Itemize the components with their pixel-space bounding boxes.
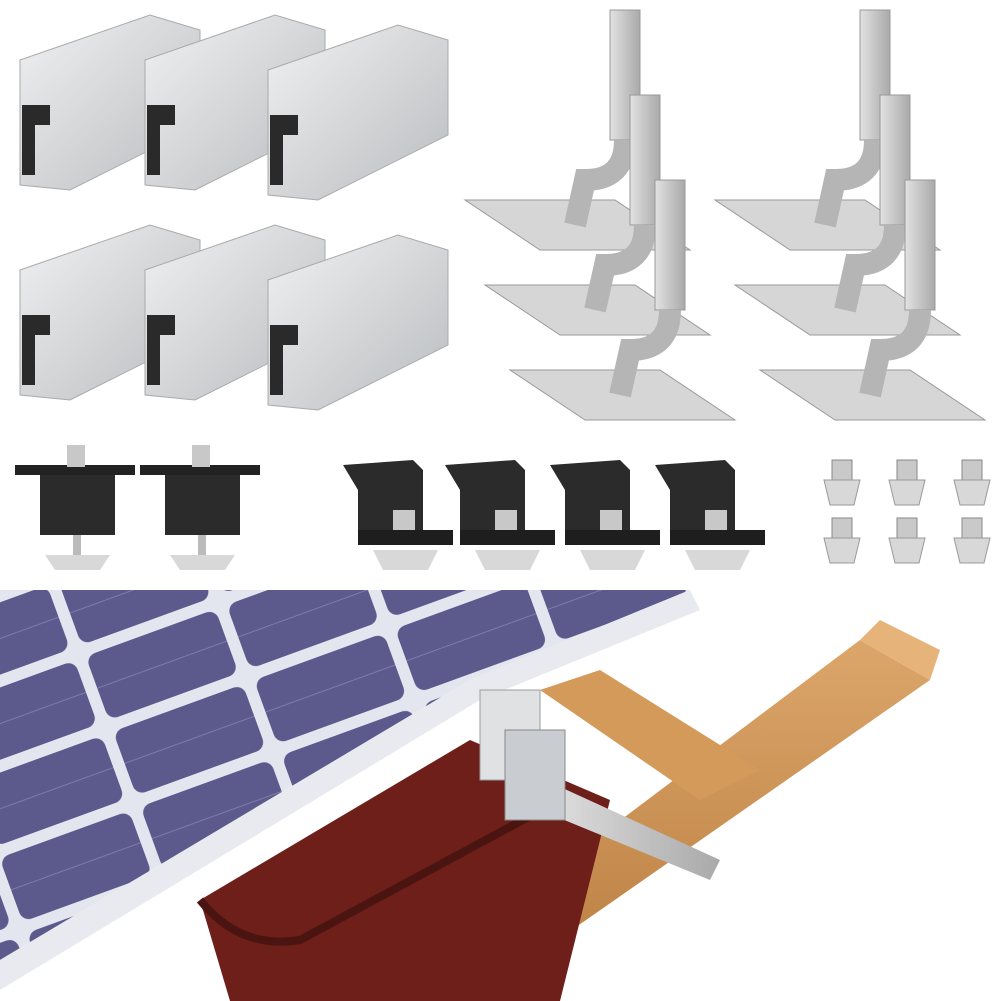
rail-profile-end <box>22 315 50 385</box>
clamp-top-plate <box>140 465 260 475</box>
installed-rail <box>504 729 566 821</box>
mounting-rails <box>19 14 449 411</box>
bolt-head <box>831 459 853 481</box>
mid-clamps <box>15 445 260 570</box>
hook-bend <box>834 224 906 313</box>
clamp-bolt-head <box>67 445 85 467</box>
rail <box>267 234 449 411</box>
end-clamp <box>445 460 555 570</box>
wood-beam-vertical <box>540 670 760 800</box>
clamp-body <box>40 475 115 535</box>
t-nut <box>953 537 991 564</box>
solar-panel <box>0 590 690 960</box>
roof-hook <box>508 179 737 421</box>
rail-profile-end <box>147 105 175 175</box>
t-bolt <box>953 459 991 506</box>
clamp-bolt-head <box>192 445 210 467</box>
clamp-body <box>165 475 240 535</box>
hook-bend <box>584 224 656 313</box>
rail-profile-end <box>270 115 298 185</box>
end-clamp <box>655 460 765 570</box>
installed-hook <box>540 780 720 880</box>
mid-clamp <box>15 445 135 570</box>
clamp-top-plate <box>15 465 135 475</box>
rail-profile-end <box>147 315 175 385</box>
clamp-bolt-head <box>600 510 622 530</box>
hook-bend <box>564 139 636 228</box>
bolt-head <box>961 459 983 481</box>
t-bolts <box>823 459 991 564</box>
roof-hook-brackets <box>463 9 987 421</box>
t-bolt <box>888 459 926 506</box>
t-nut <box>170 555 235 570</box>
clamp-bolt-head <box>495 510 517 530</box>
clamp-foot <box>358 530 453 545</box>
hook-bend <box>859 309 931 398</box>
t-nut <box>823 479 861 506</box>
hook-arm <box>654 179 686 311</box>
end-clamp <box>343 460 453 570</box>
t-bolt <box>823 459 861 506</box>
t-nut <box>888 479 926 506</box>
bolt-head <box>896 517 918 539</box>
clamp-foot <box>460 530 555 545</box>
rail-profile-end <box>22 105 50 175</box>
rail <box>267 24 449 201</box>
clamp-foot <box>670 530 765 545</box>
t-nut <box>823 537 861 564</box>
t-nut <box>45 555 110 570</box>
t-bolt <box>823 517 861 564</box>
t-nut <box>888 537 926 564</box>
clamp-foot <box>565 530 660 545</box>
clamp-bolt-head <box>393 510 415 530</box>
rail-profile-end <box>270 325 298 395</box>
bolt-head <box>896 459 918 481</box>
rail-body <box>267 234 449 411</box>
t-nut <box>580 550 645 570</box>
t-nut <box>373 550 438 570</box>
hook-bend <box>814 139 886 228</box>
wood-beam-top <box>860 620 940 680</box>
roof-tile-curve <box>196 796 562 946</box>
clamp-bolt-head <box>705 510 727 530</box>
t-bolt <box>888 517 926 564</box>
mid-clamp <box>140 445 260 570</box>
end-clamp <box>550 460 660 570</box>
hook-bend <box>609 309 681 398</box>
installation-scene <box>0 590 940 1001</box>
t-nut <box>953 479 991 506</box>
clamp-bolt-shaft <box>73 535 81 555</box>
t-bolt <box>953 517 991 564</box>
hook-arm <box>904 179 936 311</box>
t-nut <box>685 550 750 570</box>
bolt-head <box>961 517 983 539</box>
panel-frame <box>0 590 700 990</box>
t-nut <box>475 550 540 570</box>
bolt-head <box>831 517 853 539</box>
end-clamps <box>343 460 765 570</box>
clamp-bolt-shaft <box>198 535 206 555</box>
roof-hook <box>483 94 712 336</box>
roof-hook <box>758 179 987 421</box>
rail-body <box>267 24 449 201</box>
